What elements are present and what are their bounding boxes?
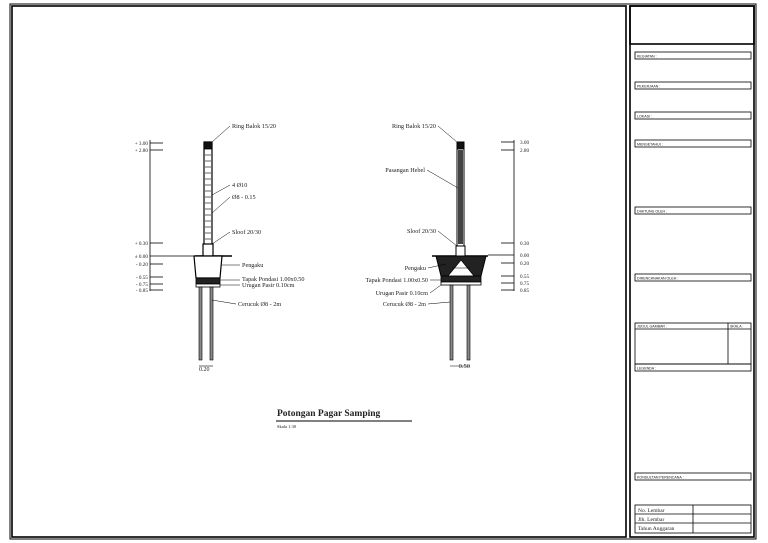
left-callouts: Ring Balok 15/20 4 Ø10 Ø8 - 0.15 Sloof 2… — [199, 123, 304, 373]
tb-footer-tahun: Tahun Anggaran — [638, 526, 675, 532]
left-label-urugan: Urugan Pasir 0.10cm — [242, 282, 295, 289]
right-elev-text: 0.55 — [520, 274, 529, 280]
right-label-pengaku: Pengaku — [405, 265, 426, 272]
right-elevation-ticks — [488, 141, 514, 291]
tb-label-mengetahui: MENGETAHUI : — [637, 143, 663, 147]
left-elev-text: - 0.75 — [136, 282, 149, 288]
right-elev-text: 2.80 — [520, 148, 529, 154]
left-pile-1 — [198, 286, 203, 361]
left-column — [203, 141, 213, 255]
left-pile-2 — [209, 286, 214, 361]
drawing-area-border — [11, 5, 627, 538]
right-elev-text: 0.30 — [520, 241, 529, 247]
tb-field-konsultan — [634, 472, 752, 481]
left-footing-base — [195, 277, 221, 285]
tb-field-mengetahui — [634, 139, 752, 148]
left-elev-text: + 0.30 — [135, 241, 149, 247]
right-label-sloof: Sloof 20/30 — [407, 228, 436, 235]
left-elev-text: - 0.55 — [136, 275, 149, 281]
tb-field-dihitung — [634, 206, 752, 215]
right-leaders — [426, 125, 459, 305]
tb-field-direncanakan — [634, 273, 752, 282]
tb-label-pekerjaan: PEKERJAAN : — [637, 85, 660, 89]
left-leaders — [211, 125, 240, 305]
tb-label-legenda: LEGENDA : — [637, 367, 656, 371]
right-elevation-texts: 3.00 2.80 0.30 0.00 0.20 0.55 0.75 0.85 — [520, 140, 529, 294]
left-elev-text: - 0.20 — [136, 262, 149, 268]
left-elev-text: ± 0.00 — [135, 254, 149, 260]
left-elevation-texts: + 3.00 + 2.80 + 0.30 ± 0.00 - 0.20 - 0.5… — [135, 141, 149, 294]
right-elev-text: 0.00 — [520, 253, 529, 259]
logo-box — [629, 5, 755, 45]
right-dim-text: 0.50 — [459, 363, 470, 370]
right-ring-balok — [456, 141, 465, 150]
right-label-urugan: Urugan Pasir 0.10cm — [376, 290, 429, 297]
right-label-cerucuk: Cerucuk Ø8 - 2m — [383, 301, 426, 308]
left-section — [149, 125, 240, 367]
right-hebel-wall — [458, 150, 463, 244]
right-label-pasangan: Pasangan Hebel — [385, 167, 425, 174]
title-block-labels: KEGIATAN : PEKERJAAN : LOKASI : MENGETAH… — [637, 55, 743, 533]
left-label-rebar-stirrup: Ø8 - 0.15 — [232, 194, 256, 201]
right-elev-text: 0.85 — [520, 288, 529, 294]
right-elev-text: 0.75 — [520, 281, 529, 287]
tb-label-direncanakan: DIRENCANAKAN OLEH : — [637, 277, 678, 281]
title-block — [634, 51, 752, 534]
left-label-pengaku: Pengaku — [242, 262, 263, 269]
drawing-scale: Skala 1:30 — [277, 424, 297, 429]
tb-label-lokasi: LOKASI : — [637, 115, 652, 119]
left-elev-text: + 2.80 — [135, 148, 149, 154]
right-elev-text: 3.00 — [520, 140, 529, 146]
left-stirrups — [205, 154, 211, 240]
right-footing-base — [440, 275, 482, 283]
left-sloof — [202, 243, 214, 257]
left-elev-text: - 0.85 — [136, 288, 149, 294]
tb-footer-jlh-lembar: Jlh. Lembar — [638, 517, 664, 523]
tb-label-kegiatan: KEGIATAN : — [637, 55, 657, 59]
drawing-title: Potongan Pagar Samping — [277, 409, 381, 419]
left-label-ring-balok: Ring Balok 15/20 — [232, 123, 276, 130]
left-footing — [193, 255, 223, 279]
left-label-rebar-main: 4 Ø10 — [232, 182, 247, 189]
left-label-sloof: Sloof 20/30 — [232, 229, 261, 236]
tb-label-konsultan: KONSULTAN PERENCANA : — [637, 476, 684, 480]
right-sloof — [455, 245, 466, 257]
left-ring-balok — [203, 141, 213, 150]
tb-field-pekerjaan — [634, 81, 752, 90]
tb-field-lokasi — [634, 111, 752, 120]
tb-label-skala: SKALA : — [730, 325, 743, 329]
tb-field-legenda — [634, 363, 752, 372]
left-sand-bed — [195, 283, 221, 288]
right-label-ring-balok: Ring Balok 15/20 — [392, 123, 436, 130]
tb-label-dihitung: DIHITUNG OLEH : — [637, 210, 667, 214]
right-pile-2 — [466, 284, 471, 361]
right-section — [426, 125, 515, 367]
sheet-border — [9, 3, 757, 540]
tb-field-kegiatan — [634, 51, 752, 60]
tb-footer-no-lembar: No. Lembar — [638, 508, 665, 514]
right-pile-1 — [449, 284, 454, 361]
left-label-cerucuk: Cerucuk Ø8 - 2m — [238, 301, 281, 308]
right-callouts: Ring Balok 15/20 Pasangan Hebel Sloof 20… — [366, 123, 470, 370]
left-elevation-ticks — [150, 142, 195, 291]
drawing-title-block: Potongan Pagar Samping Skala 1:30 — [276, 409, 412, 429]
left-label-tapak: Tapak Pondasi 1.00x0.50 — [242, 276, 304, 283]
right-sand-bed — [440, 281, 482, 286]
tb-label-judul: JUDUL GAMBAR : — [637, 325, 667, 329]
left-elev-text: + 3.00 — [135, 141, 149, 147]
left-dim-text: 0.20 — [199, 367, 210, 373]
right-label-tapak: Tapak Pondasi 1.00x0.50 — [366, 277, 428, 284]
right-elev-text: 0.20 — [520, 261, 529, 267]
